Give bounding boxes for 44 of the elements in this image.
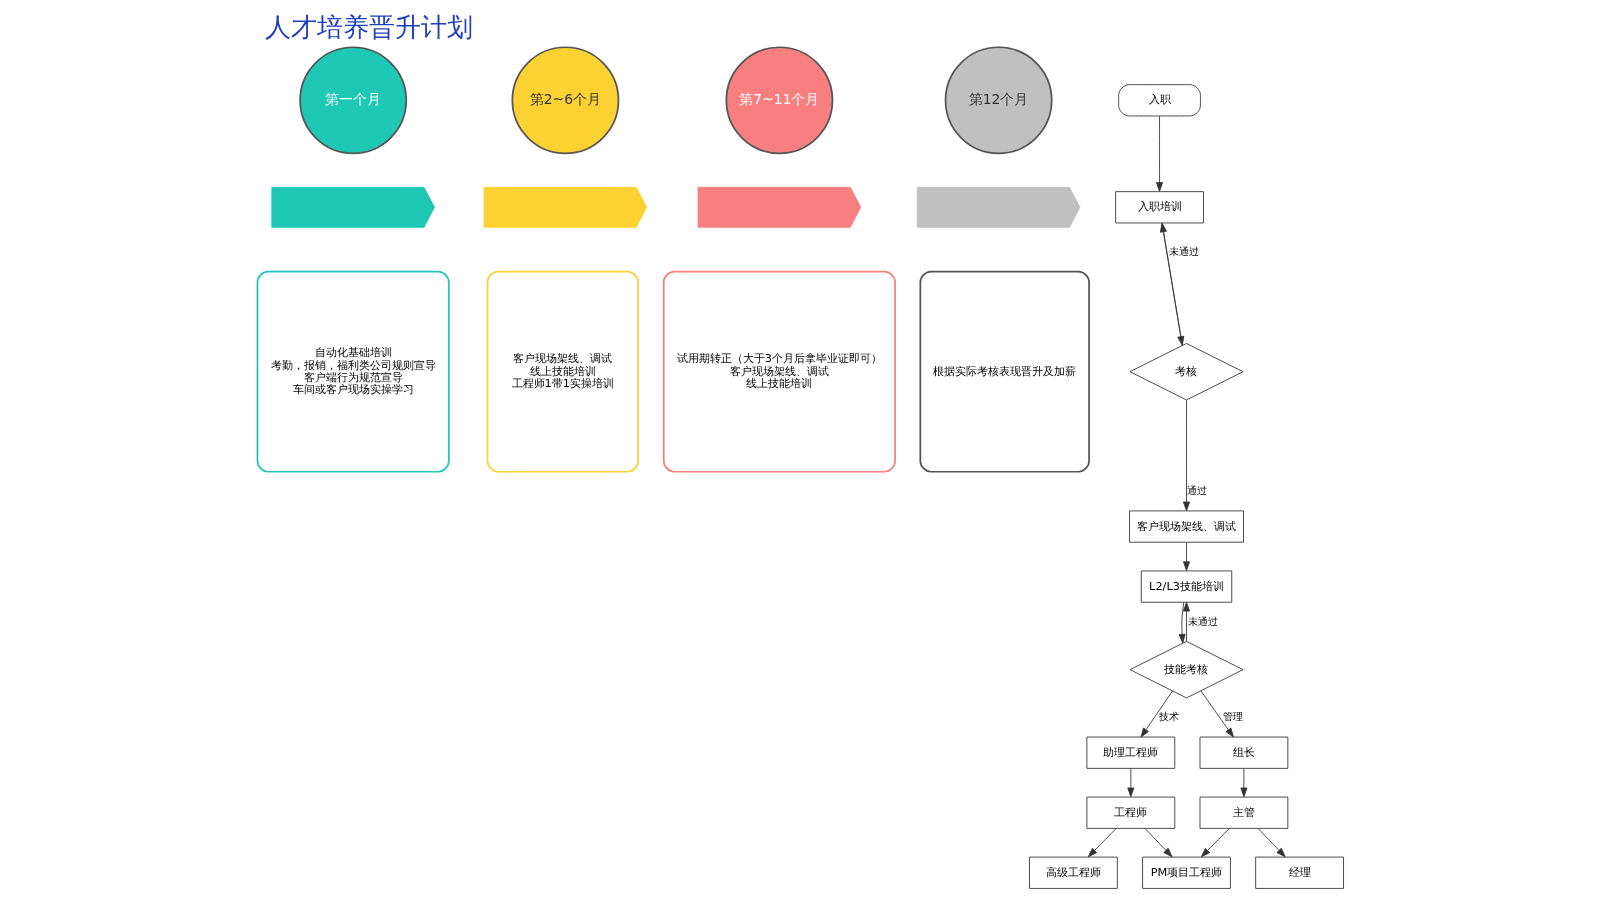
node-box: 主管: [1199, 796, 1288, 829]
arrow: [1087, 828, 1116, 858]
arrow: [1200, 690, 1234, 738]
edge-label: 未通过: [1187, 614, 1218, 627]
arrow: [1182, 399, 1190, 512]
node-chevron: [697, 186, 861, 228]
arrow: [1257, 828, 1286, 858]
node-box: 根据实际考核表现晋升及加薪: [918, 270, 1090, 473]
arrow: [1140, 690, 1173, 738]
arrow: [1182, 542, 1190, 571]
node-box: 经理: [1254, 856, 1344, 889]
node-diamond: 技能考核: [1129, 640, 1243, 699]
edge-label: 未通过: [1168, 244, 1199, 257]
arrow: [1239, 768, 1247, 798]
node-box: 客户现场架线、调试: [1128, 510, 1244, 543]
node-circle: 第2~6个月: [511, 46, 619, 155]
arrow: [1155, 115, 1163, 192]
node-box: 工程师: [1085, 796, 1175, 829]
node-chevron: [916, 186, 1080, 228]
arrow: [1126, 768, 1134, 798]
edge-label: 通过: [1186, 484, 1207, 497]
node-box: L2/L3技能培训: [1140, 570, 1232, 603]
node-circle: 第12个月: [944, 46, 1053, 155]
node-box: 试用期转正（大于3个月后拿毕业证即可） 客户现场架线、调试 线上技能培训: [662, 270, 896, 473]
edge-label: 技术: [1158, 710, 1179, 723]
node-circle: 第一个月: [298, 46, 407, 155]
node-circle: 第7~11个月: [724, 46, 833, 155]
arrow: [1144, 828, 1172, 858]
node-chevron: [270, 186, 435, 228]
node-box: 助理工程师: [1085, 736, 1175, 769]
node-box: 客户现场架线、调试 线上技能培训 工程师1带1实操培训: [486, 270, 639, 473]
arrow: [1182, 601, 1190, 642]
diagram-title: 人才培养晋升计划: [264, 11, 473, 42]
node-diamond: 考核: [1129, 343, 1243, 401]
node-chevron: [483, 186, 647, 228]
node-box: 高级工程师: [1028, 856, 1118, 889]
node-box: 入职: [1117, 84, 1201, 117]
arrow: [1178, 601, 1186, 644]
node-box: 自动化基础培训 考勤，报销，福利类公司规则宣导 客户端行为规范宣导 车间或客户现场实操学习: [256, 270, 450, 473]
edge-label: 管理: [1222, 710, 1243, 723]
node-box: 组长: [1199, 736, 1288, 769]
node-box: 入职培训: [1114, 191, 1204, 224]
arrow: [1200, 828, 1230, 858]
node-box: PM项目工程师: [1141, 856, 1231, 889]
